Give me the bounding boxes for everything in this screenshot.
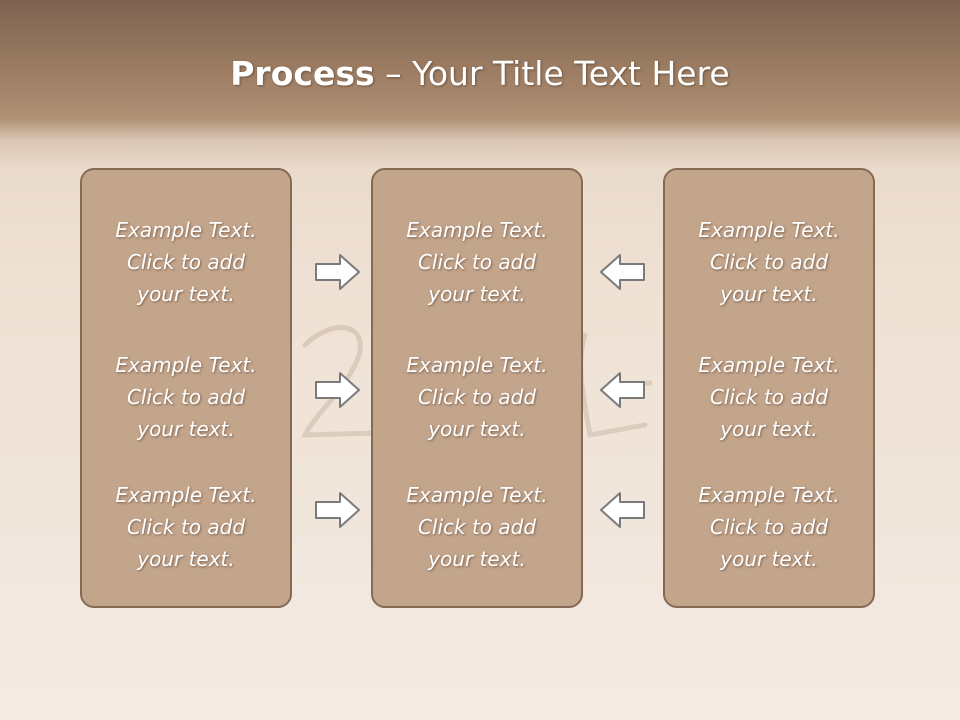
- item-line: your text.: [720, 417, 818, 441]
- item-line: your text.: [428, 547, 526, 571]
- list-item[interactable]: Example Text. Click to add your text.: [82, 479, 290, 575]
- item-line: Click to add: [709, 515, 829, 539]
- item-line: Click to add: [126, 515, 246, 539]
- list-item[interactable]: Example Text. Click to add your text.: [665, 214, 873, 310]
- item-line: Click to add: [126, 250, 246, 274]
- item-line: your text.: [428, 282, 526, 306]
- left-arrow-icon[interactable]: [598, 370, 646, 410]
- item-line: Click to add: [709, 250, 829, 274]
- item-line: Example Text.: [406, 483, 548, 507]
- list-item[interactable]: Example Text. Click to add your text.: [373, 479, 581, 575]
- list-item[interactable]: Example Text. Click to add your text.: [82, 349, 290, 445]
- list-item[interactable]: Example Text. Click to add your text.: [373, 349, 581, 445]
- item-line: Example Text.: [698, 218, 840, 242]
- item-line: Example Text.: [698, 483, 840, 507]
- list-item[interactable]: Example Text. Click to add your text.: [665, 479, 873, 575]
- item-line: your text.: [720, 547, 818, 571]
- list-item[interactable]: Example Text. Click to add your text.: [665, 349, 873, 445]
- item-line: Click to add: [417, 385, 537, 409]
- slide-title[interactable]: Process – Your Title Text Here: [0, 52, 960, 96]
- item-line: Click to add: [709, 385, 829, 409]
- left-arrow-icon[interactable]: [598, 252, 646, 292]
- item-line: Example Text.: [698, 353, 840, 377]
- center-text-panel[interactable]: Example Text. Click to add your text. Ex…: [371, 168, 583, 608]
- right-text-panel[interactable]: Example Text. Click to add your text. Ex…: [663, 168, 875, 608]
- item-line: Example Text.: [115, 218, 257, 242]
- item-line: your text.: [720, 282, 818, 306]
- item-line: your text.: [137, 547, 235, 571]
- left-text-panel[interactable]: Example Text. Click to add your text. Ex…: [80, 168, 292, 608]
- title-bold: Process: [230, 54, 375, 93]
- item-line: Click to add: [417, 250, 537, 274]
- item-line: Example Text.: [115, 353, 257, 377]
- item-line: Example Text.: [406, 218, 548, 242]
- right-arrow-icon[interactable]: [314, 252, 362, 292]
- item-line: Example Text.: [406, 353, 548, 377]
- left-arrow-icon[interactable]: [598, 490, 646, 530]
- item-line: Click to add: [417, 515, 537, 539]
- list-item[interactable]: Example Text. Click to add your text.: [82, 214, 290, 310]
- right-arrow-icon[interactable]: [314, 370, 362, 410]
- item-line: your text.: [428, 417, 526, 441]
- item-line: your text.: [137, 417, 235, 441]
- right-arrow-icon[interactable]: [314, 490, 362, 530]
- item-line: your text.: [137, 282, 235, 306]
- item-line: Example Text.: [115, 483, 257, 507]
- list-item[interactable]: Example Text. Click to add your text.: [373, 214, 581, 310]
- item-line: Click to add: [126, 385, 246, 409]
- title-rest: – Your Title Text Here: [374, 54, 730, 93]
